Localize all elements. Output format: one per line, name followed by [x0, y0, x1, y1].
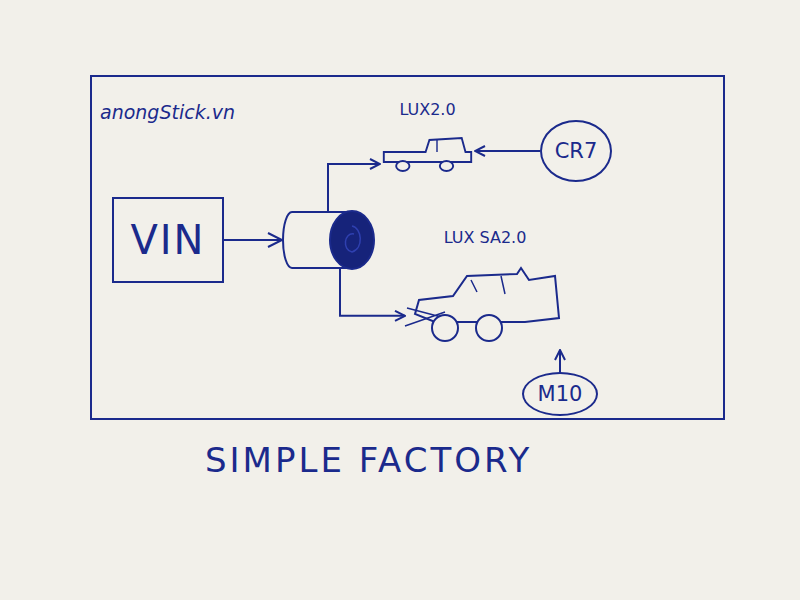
frame-box: anongStick.vn LUX2.0CR7VIN LUX SA2.0M10: [90, 75, 725, 420]
car-body: [384, 138, 471, 162]
node-label: VIN: [130, 217, 205, 263]
circle-node: CR7: [540, 120, 612, 182]
node-label: CR7: [555, 139, 598, 163]
node-label: M10: [538, 382, 583, 406]
arrow-connector: [475, 150, 540, 152]
node-label: LUX2.0: [380, 100, 475, 119]
node-label: anongStick.vn: [100, 101, 235, 123]
circle-node: M10: [522, 372, 598, 416]
car-window: [436, 140, 437, 152]
ink-swirl: [345, 226, 360, 252]
car-body: [415, 268, 559, 322]
process-box: VIN: [112, 197, 224, 283]
car-drawing: [380, 132, 475, 176]
caption: SIMPLE FACTORY: [205, 440, 532, 480]
car-node: LUX SA2.0: [405, 228, 565, 350]
node-label: LUX SA2.0: [405, 228, 565, 247]
factory-cylinder-end: [330, 211, 374, 269]
car-node: LUX2.0: [380, 100, 475, 176]
car-wheel: [396, 161, 409, 171]
car-wheel: [476, 315, 502, 341]
arrow-connector: [559, 350, 561, 372]
car-drawing: [405, 266, 565, 350]
arrow-head: [268, 233, 282, 247]
car-wheel: [432, 315, 458, 341]
car-wheel: [440, 161, 453, 171]
